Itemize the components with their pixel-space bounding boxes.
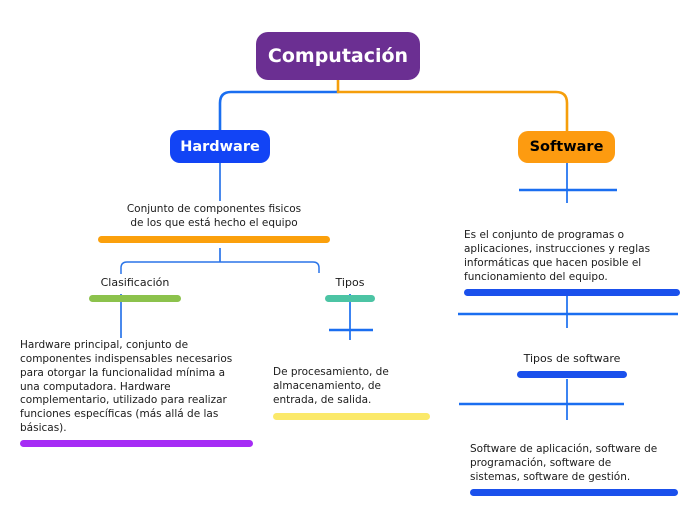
node-software[interactable]: Software [518,131,615,163]
node-tipos-de-software[interactable]: Tipos de software [470,352,674,378]
node-clasificacion-detail[interactable]: Hardware principal, conjunto de componen… [20,339,256,448]
software-description-text: Es el conjunto de programas o aplicacion… [464,229,651,283]
tipos-de-software-underline [517,370,627,378]
clasificacion-detail-text: Hardware principal, conjunto de componen… [20,339,233,435]
node-hardware[interactable]: Hardware [170,130,270,163]
node-tipos-de-software-detail[interactable]: Software de aplicación, software de prog… [470,443,678,496]
node-hardware-description[interactable]: Conjunto de componentes fisicos de los q… [96,203,332,243]
tipos-de-software-detail-text: Software de aplicación, software de prog… [470,443,658,483]
node-tipos[interactable]: Tipos [310,276,390,302]
tipos-text: Tipos [335,276,365,289]
node-tipos-detail[interactable]: De procesamiento, de almacenamiento, de … [273,366,433,420]
node-software-description[interactable]: Es el conjunto de programas o aplicacion… [464,229,680,297]
tipos-de-software-detail-underline [470,488,678,496]
node-computacion[interactable]: Computación [256,32,420,80]
clasificacion-text: Clasificación [100,276,170,289]
clasificacion-underline [89,294,181,302]
tipos-de-software-text: Tipos de software [523,352,621,365]
tipos-detail-underline [273,412,430,420]
tipos-detail-text: De procesamiento, de almacenamiento, de … [273,366,389,406]
clasificacion-detail-underline [20,440,253,448]
hardware-description-text: Conjunto de componentes fisicos de los q… [126,203,302,229]
node-clasificacion[interactable]: Clasificación [75,276,195,302]
software-description-underline [464,289,680,297]
hardware-description-underline [98,235,330,243]
tipos-underline [325,294,375,302]
